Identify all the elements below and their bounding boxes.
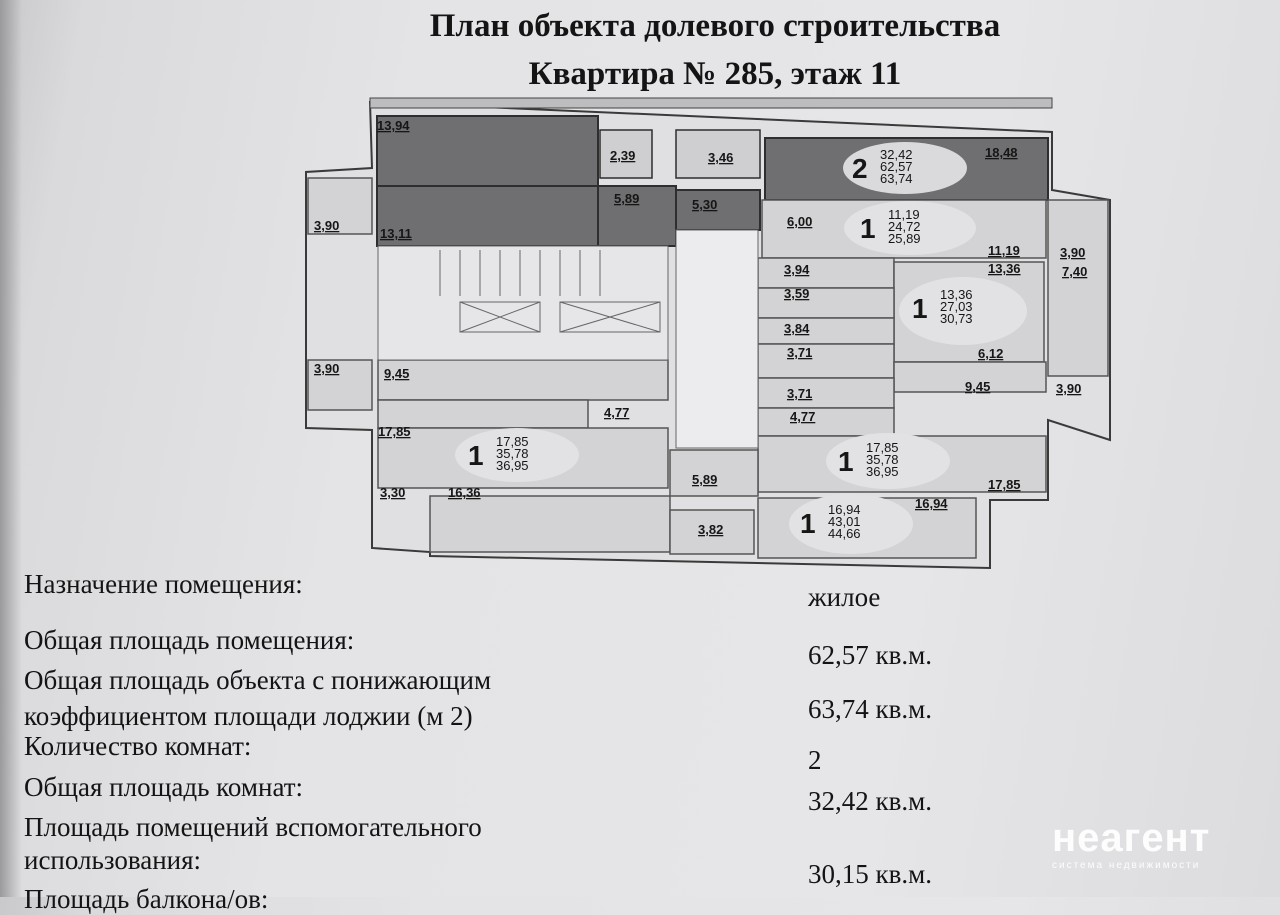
balcony-area-label: Площадь балкона/ов: — [24, 884, 269, 914]
reduced-area-value: 63,74 кв.м. — [808, 694, 932, 724]
bubble-rooms-count: 1 — [838, 446, 854, 477]
room-area-label: 18,48 — [985, 145, 1018, 160]
room-area-label: 3,30 — [380, 485, 405, 500]
room-area-label: 17,85 — [378, 424, 411, 439]
bubble-area-line: 35,78 — [866, 452, 899, 467]
bubble-area-line: 27,03 — [940, 299, 973, 314]
watermark: неагент система недвижимости — [1052, 818, 1210, 871]
bubble-area-line: 44,66 — [828, 526, 861, 541]
document-title: План объекта долевого строительства — [429, 8, 1001, 44]
bubble-area-line: 16,94 — [828, 502, 861, 517]
top-wall — [369, 97, 1053, 109]
bubble-rooms-count: 1 — [468, 440, 484, 471]
purpose-value: жилое — [808, 582, 881, 612]
rooms-count-label: Количество комнат: — [24, 731, 252, 761]
purpose-label: Назначение помещения: — [24, 569, 303, 599]
document-subtitle: Квартира № 285, этаж 11 — [528, 56, 902, 92]
bubble-area-line: 36,95 — [496, 458, 529, 473]
room-area-label: 3,46 — [708, 150, 733, 165]
auxiliary-area-label: Площадь помещений вспомогательного — [24, 812, 482, 842]
room-area-label: 9,45 — [384, 366, 409, 381]
wet-rooms — [599, 129, 761, 179]
room-area-label: 13,11 — [380, 226, 412, 241]
room-area-label: 3,90 — [314, 361, 339, 376]
auxiliary-area-label-2: использования: — [24, 845, 202, 875]
bubble-area-line: 13,36 — [940, 287, 973, 302]
bubble-area-line: 63,74 — [880, 171, 913, 186]
stairwell — [377, 229, 759, 449]
room-area-label: 6,00 — [787, 214, 812, 229]
room-area-label: 11,19 — [988, 243, 1020, 258]
page-edge-shadow — [0, 0, 22, 897]
bubble-area-line: 17,85 — [496, 434, 529, 449]
room-area-label: 16,94 — [915, 496, 948, 511]
rooms-count-value: 2 — [808, 745, 822, 775]
auxiliary-area-value: 30,15 кв.м. — [808, 859, 932, 889]
room-area-label: 3,90 — [314, 218, 339, 233]
total-area-value: 62,57 кв.м. — [808, 640, 932, 670]
room-area-label: 17,85 — [988, 477, 1021, 492]
room-area-label: 4,77 — [790, 409, 815, 424]
bubble-area-line: 32,42 — [880, 147, 913, 162]
total-area-label: Общая площадь помещения: — [24, 625, 355, 655]
bubble-rooms-count: 2 — [852, 153, 868, 184]
watermark-tagline: система недвижимости — [1052, 860, 1201, 871]
room-area-label: 13,36 — [988, 261, 1021, 276]
room-area-label: 3,84 — [784, 321, 810, 336]
room-area-label: 5,89 — [692, 472, 717, 487]
rooms-area-value: 32,42 кв.м. — [808, 786, 932, 816]
bubble-rooms-count: 1 — [800, 508, 816, 539]
bubble-rooms-count: 1 — [860, 213, 876, 244]
reduced-area-label: Общая площадь объекта с понижающим — [24, 665, 492, 695]
room-area-label: 5,89 — [614, 191, 639, 206]
bubble-area-line: 24,72 — [888, 219, 921, 234]
room-area-label: 3,59 — [784, 286, 809, 301]
room-area-label: 3,90 — [1056, 381, 1081, 396]
area-bubbles — [455, 142, 1027, 554]
reduced-area-label-2: коэффициентом площади лоджии (м 2) — [24, 701, 473, 731]
bubble-area-line: 11,19 — [888, 207, 920, 222]
room-area-label: 3,90 — [1060, 245, 1085, 260]
bubble-area-line: 43,01 — [828, 514, 861, 529]
room-area-label: 6,12 — [978, 346, 1003, 361]
room-area-label: 2,39 — [610, 148, 635, 163]
watermark-brand: неагент — [1052, 816, 1211, 860]
room-area-label: 3,71 — [787, 345, 812, 360]
room-area-label: 13,94 — [377, 118, 410, 133]
room-area-label: 3,94 — [784, 262, 810, 277]
bubble-area-line: 62,57 — [880, 159, 913, 174]
room-area-label: 16,36 — [448, 485, 481, 500]
room-area-label: 4,77 — [604, 405, 629, 420]
room-area-label: 7,40 — [1062, 264, 1087, 279]
room-area-label: 3,82 — [698, 522, 723, 537]
bubble-area-line: 36,95 — [866, 464, 899, 479]
room-area-label: 9,45 — [965, 379, 990, 394]
bubble-rooms-count: 1 — [912, 293, 928, 324]
bubble-area-line: 35,78 — [496, 446, 529, 461]
bubble-area-line: 17,85 — [866, 440, 899, 455]
room-area-label: 5,30 — [692, 197, 717, 212]
room-area-label: 3,71 — [787, 386, 812, 401]
rooms-area-label: Общая площадь комнат: — [24, 772, 304, 802]
bubble-area-line: 25,89 — [888, 231, 921, 246]
bubble-area-line: 30,73 — [940, 311, 973, 326]
